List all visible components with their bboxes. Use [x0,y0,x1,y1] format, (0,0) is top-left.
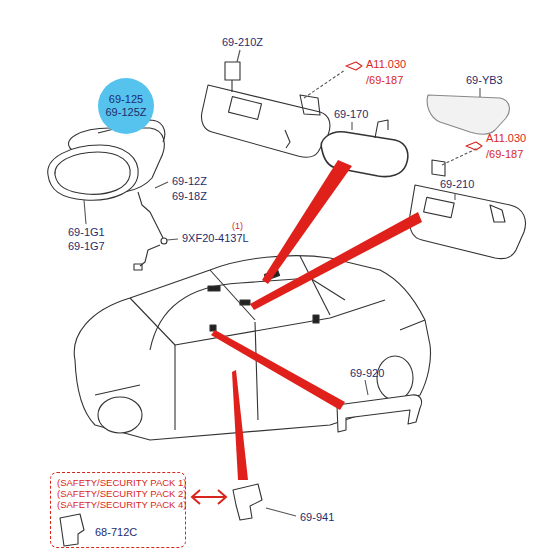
part-number: 69-920 [350,367,384,380]
part-number: 68-712C [95,526,137,539]
part-number: 69-YB3 [466,74,503,87]
part-number: A11.030 [486,132,526,145]
part-number: /69-187 [366,74,403,87]
part-number: 69-12Z [172,175,207,188]
node-text: (SAFETY/SECURITY PACK 2) [57,488,179,499]
part-number: /69-187 [486,148,523,161]
part-number: 69-170 [334,108,368,121]
node-text: 69-125 [109,93,143,106]
node-text: (SAFETY/SECURITY PACK 4) [57,499,179,510]
part-number: (1) [232,220,243,233]
highlight-circle: 69-12569-125Z [98,78,154,134]
part-number: 9XF20-4137L [182,232,249,245]
part-number: 69-18Z [172,190,207,203]
part-number: 69-1G1 [68,226,105,239]
option-box: (SAFETY/SECURITY PACK 1)(SAFETY/SECURITY… [50,472,186,548]
part-number: 69-1G7 [68,240,105,253]
part-number: 69-210 [440,178,474,191]
part-number: A11.030 [366,58,406,71]
part-number: 69-210Z [222,36,263,49]
node-text: (SAFETY/SECURITY PACK 1) [57,477,179,488]
part-number: 69-941 [300,511,334,524]
node-text: 69-125Z [106,106,147,119]
